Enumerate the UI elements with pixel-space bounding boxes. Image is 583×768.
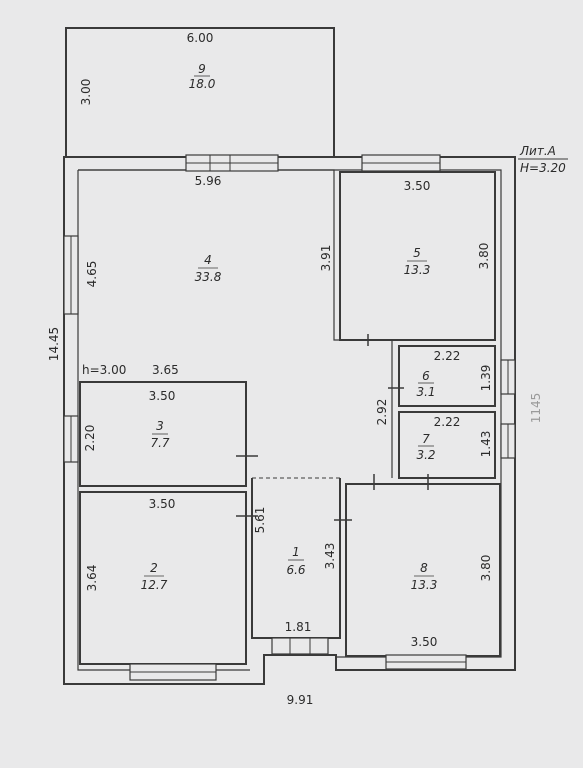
room-2-number: 2	[150, 561, 158, 575]
room-4-width: 5.96	[195, 174, 222, 188]
room-9-height: 3.00	[79, 79, 93, 106]
room-4-height: 4.65	[85, 261, 99, 288]
room-6-number: 6	[422, 369, 430, 383]
room-7-outline	[398, 411, 496, 479]
room-4-outline	[78, 169, 393, 478]
room-7-area: 3.2	[416, 448, 435, 462]
room-5-area: 13.3	[404, 263, 431, 277]
lit-title: Лит.А	[519, 144, 556, 158]
entrance-door	[271, 637, 329, 655]
room-3-width: 3.50	[149, 389, 176, 403]
room-8-number: 8	[420, 561, 428, 575]
room-6-width: 2.22	[434, 349, 461, 363]
room-5-outline	[339, 171, 496, 341]
room-7-number: 7	[422, 432, 430, 446]
room-5-number: 5	[413, 246, 421, 260]
room-1-width: 1.81	[285, 620, 312, 634]
room-5-outer-height: 3.91	[319, 245, 333, 272]
room-4-area: 33.8	[195, 270, 222, 284]
room-4-number: 4	[204, 253, 212, 267]
room-6-height: 1.39	[479, 365, 493, 392]
room-3-outline	[79, 381, 247, 487]
room-1-height: 5.61	[253, 507, 267, 534]
room-2-width: 3.50	[149, 497, 176, 511]
room-4-width-lower: 3.65	[152, 363, 179, 377]
room-2-height: 3.64	[85, 565, 99, 592]
room-3-number: 3	[156, 419, 164, 433]
room-2-area: 12.7	[141, 578, 168, 592]
room-7-width: 2.22	[434, 415, 461, 429]
outer-wall-inner-left	[77, 170, 250, 671]
room-3-height: 2.20	[83, 425, 97, 452]
outer-wall	[63, 156, 516, 685]
inner-height: h=3.00	[82, 363, 126, 377]
door-marks	[236, 334, 429, 521]
room-6-7-height: 2.92	[375, 399, 389, 426]
room-9-width: 6.00	[187, 31, 214, 45]
room-9-area: 18.0	[189, 77, 216, 91]
outer-height: 14.45	[47, 327, 61, 361]
room-9-outline	[65, 27, 335, 157]
windows	[63, 154, 516, 681]
room-1-height-right: 3.43	[323, 543, 337, 570]
room-8-height: 3.80	[479, 555, 493, 582]
room-5-height: 3.80	[477, 243, 491, 270]
room-8-width: 3.50	[411, 635, 438, 649]
room-5-width: 3.50	[404, 179, 431, 193]
room-3-area: 7.7	[150, 436, 169, 450]
room-6-area: 3.1	[416, 385, 435, 399]
room-1-area: 6.6	[286, 563, 305, 577]
room-1-number: 1	[292, 545, 300, 559]
pencil-note: 1145	[529, 393, 543, 424]
room-8-area: 13.3	[411, 578, 438, 592]
room-7-height: 1.43	[479, 431, 493, 458]
lit-height: H=3.20	[520, 161, 566, 175]
outer-width: 9.91	[287, 693, 314, 707]
room-9-number: 9	[198, 62, 206, 76]
room-6-outline	[398, 345, 496, 407]
